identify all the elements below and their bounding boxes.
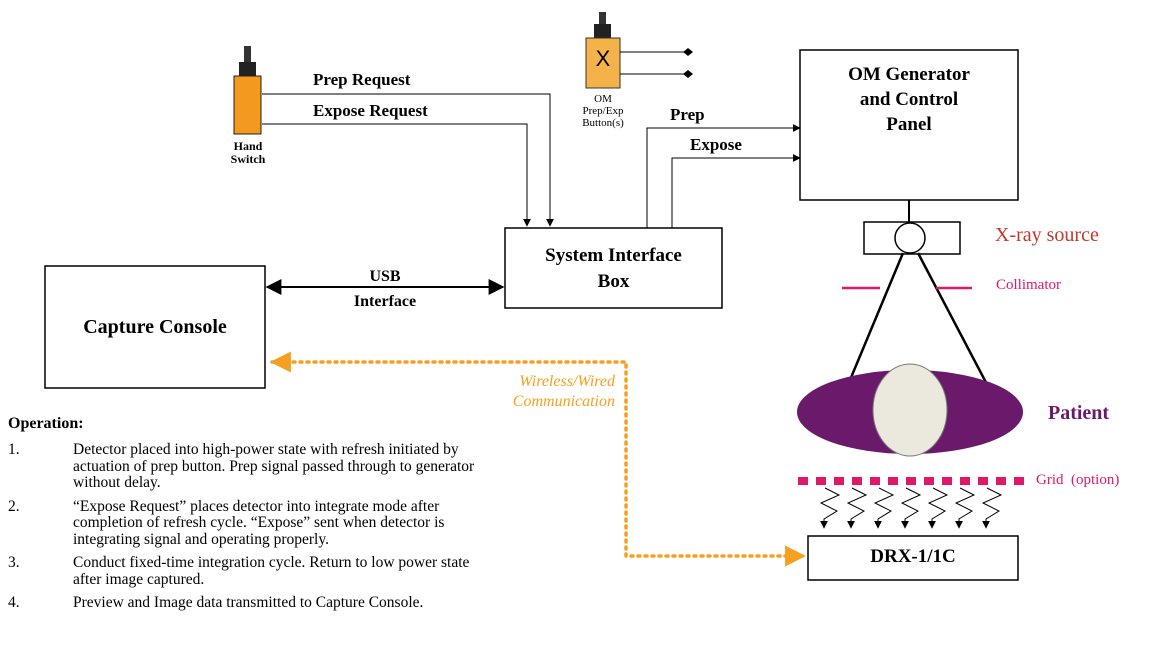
detector-box [807,535,1019,581]
om-generator-label: OM Generator and Control Panel [848,64,970,135]
expose-line [671,154,801,228]
operation-title: Operation: [8,415,84,432]
grid-label: Grid (option) [1036,472,1120,488]
prep-label: Prep [670,105,705,124]
operation-item: 3. Conduct fixed-time integration cycle.… [8,554,470,588]
om-button-icon [585,12,693,89]
xray-source-label: X-ray source [995,224,1099,246]
xray-tube-icon [863,221,961,255]
operation-list: 1. Detector placed into high-power state… [8,441,568,619]
prep-request-label: Prep Request [313,70,411,89]
expose-label: Expose [690,135,742,154]
xray-arrows [819,487,1003,529]
capture-console-label: Capture Console [83,316,227,338]
expose-request-label: Expose Request [313,101,428,120]
system-interface-box [504,227,723,309]
usb-interface-label: USB Interface [353,268,417,310]
operation-item: 1. Detector placed into high-power state… [8,441,475,491]
prep-line [646,124,801,228]
detector-label: DRX-1/1C [870,546,956,567]
prep-request-line [262,93,554,227]
capture-console-box [44,265,266,389]
collimator-label: Collimator [996,277,1061,293]
om-button-label: OM Prep/Exp Button(s) [582,93,624,129]
system-interface-label: System Interface Box [545,245,682,292]
patient-label: Patient [1048,402,1110,424]
wireless-link [269,351,807,567]
expose-request-line [262,123,531,227]
wireless-label: Wireless/Wired Communication [512,373,615,410]
operation-item: 4. Preview and Image data transmitted to… [8,594,424,611]
om-button-symbol: X [595,46,611,71]
hand-switch-icon [233,46,262,135]
grid-dashes [798,477,1024,485]
hand-switch-label: Hand Switch [230,139,266,166]
operation-item: 2. “Expose Request” places detector into… [8,497,445,548]
patient-body-circle [872,363,948,457]
